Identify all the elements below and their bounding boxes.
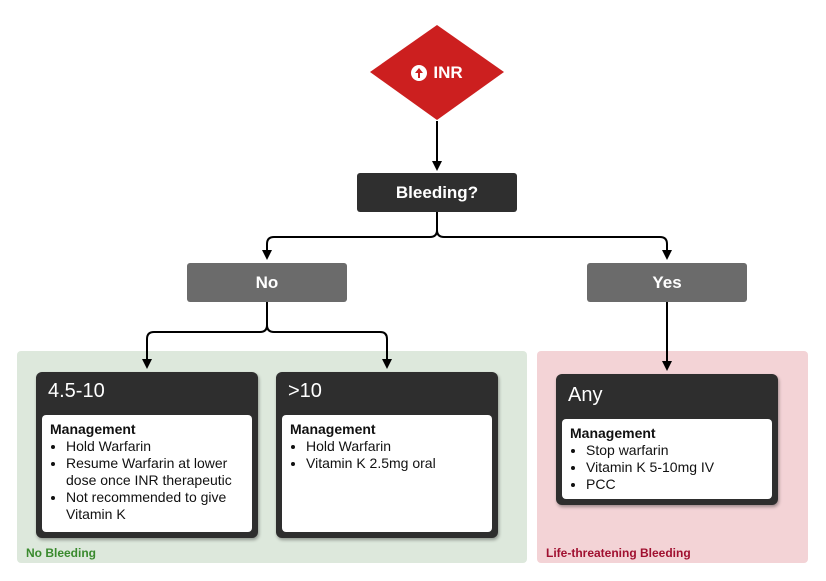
yes-branch-label: Yes — [652, 272, 682, 292]
management-heading: Management — [570, 425, 656, 441]
management-heading: Management — [50, 421, 136, 437]
inr-decision: INR — [370, 25, 504, 120]
life-threatening-label: Life-threatening Bleeding — [546, 546, 691, 560]
yes-branch-node: Yes — [587, 263, 747, 302]
connector-bleeding-no — [262, 212, 438, 260]
connector-no-gt10 — [266, 324, 392, 369]
management-item: Hold Warfarin — [306, 438, 484, 455]
card-title: >10 — [288, 380, 322, 402]
no-branch-node: No — [187, 263, 347, 302]
inr-label: INR — [433, 62, 463, 82]
management-item: Vitamin K 2.5mg oral — [306, 455, 484, 472]
card-body: Management Stop warfarin Vitamin K 5-10m… — [562, 419, 772, 499]
no-branch-label: No — [255, 272, 279, 292]
card-title: 4.5-10 — [48, 380, 105, 402]
management-item: PCC — [586, 476, 764, 493]
card-any: Any Management Stop warfarin Vitamin K 5… — [556, 374, 778, 505]
connector-bleeding-yes — [436, 229, 672, 260]
connector-no-4-5-10 — [142, 302, 268, 369]
management-item: Not recommended to give Vitamin K — [66, 489, 244, 523]
card-gt-10: >10 Management Hold Warfarin Vitamin K 2… — [276, 372, 498, 538]
card-4-5-10: 4.5-10 Management Hold Warfarin Resume W… — [36, 372, 258, 538]
management-item: Resume Warfarin at lower dose once INR t… — [66, 455, 244, 489]
no-bleeding-label: No Bleeding — [26, 546, 97, 560]
management-heading: Management — [290, 421, 376, 437]
arrow-up-circle-icon — [411, 64, 428, 81]
card-title: Any — [568, 384, 603, 406]
bleeding-question-label: Bleeding? — [395, 182, 479, 202]
management-item: Stop warfarin — [586, 442, 764, 459]
card-body: Management Hold Warfarin Resume Warfarin… — [42, 415, 252, 532]
inr-diamond — [370, 25, 504, 120]
management-item: Hold Warfarin — [66, 438, 244, 455]
management-item: Vitamin K 5-10mg IV — [586, 459, 764, 476]
card-body: Management Hold Warfarin Vitamin K 2.5mg… — [282, 415, 492, 532]
bleeding-question-node: Bleeding? — [357, 173, 517, 212]
